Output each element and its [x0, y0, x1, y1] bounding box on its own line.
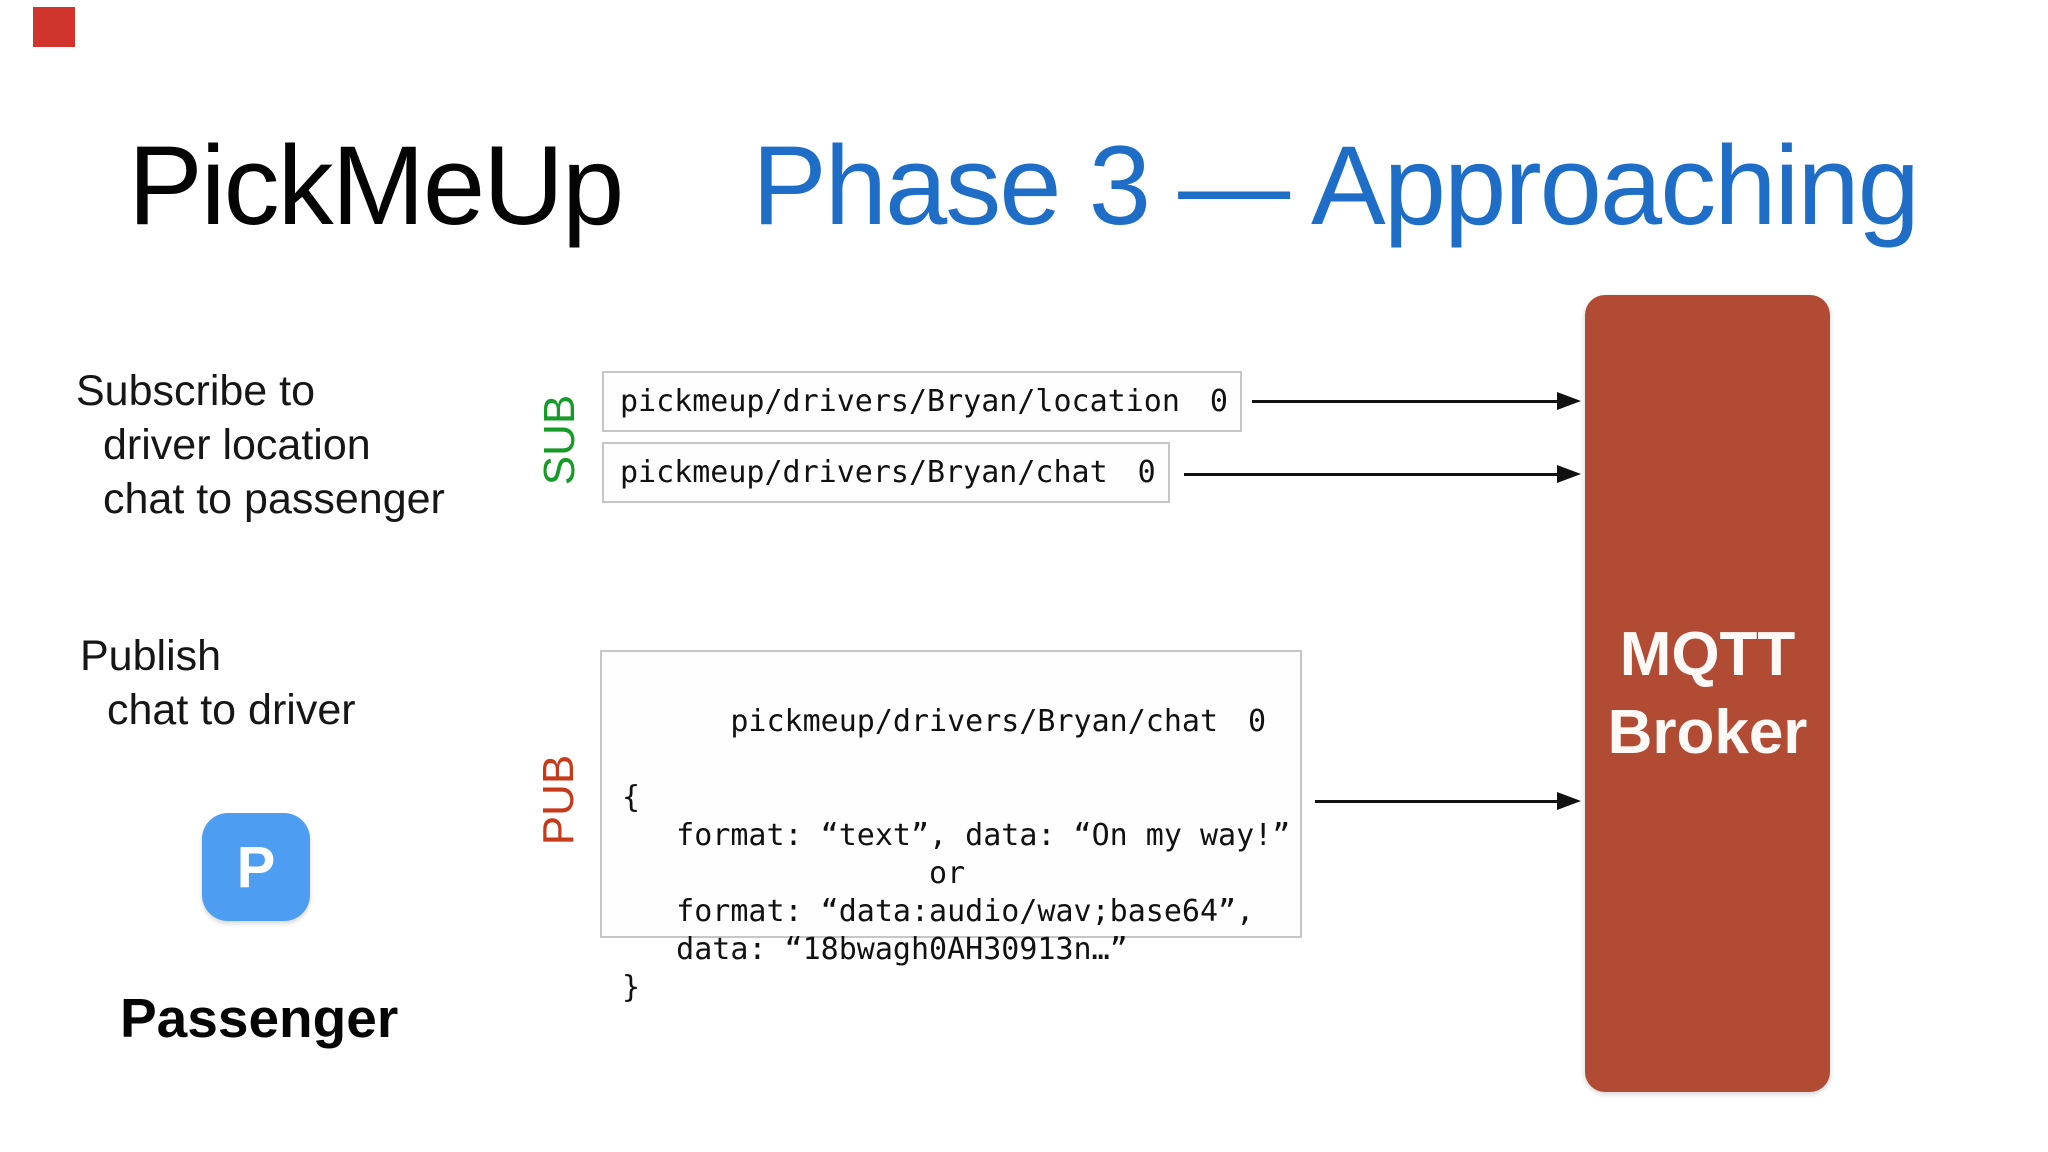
- sub-label: SUB: [535, 394, 584, 486]
- passenger-icon-letter: P: [236, 834, 276, 900]
- broker-name-line: Broker: [1607, 697, 1808, 767]
- subscribe-description-line: driver location: [103, 421, 371, 469]
- qos-value: 0: [1209, 384, 1228, 419]
- payload-line: data: “18bwagh0AH30913n…”: [622, 932, 1128, 967]
- payload-line: {: [622, 780, 641, 815]
- app-title: PickMeUp: [128, 123, 624, 248]
- broker-name-line: MQTT: [1619, 619, 1796, 689]
- subscribe-description: Subscribe to driver location chat to pas…: [76, 364, 445, 526]
- payload-line: }: [622, 970, 641, 1005]
- topic-text: pickmeup/drivers/Bryan/location: [620, 384, 1180, 419]
- publish-topic-line: pickmeup/drivers/Bryan/chat 0: [622, 665, 1300, 779]
- subscribe-description-line: Subscribe to: [76, 367, 316, 415]
- publish-message-box: pickmeup/drivers/Bryan/chat 0 { format: “…: [600, 650, 1302, 1005]
- subscribe-topic-box-chat: pickmeup/drivers/Bryan/chat 0: [602, 442, 1170, 503]
- qos-value: 0: [1248, 704, 1267, 739]
- phase-title: Phase 3 — Approaching: [752, 123, 1920, 248]
- pub-label: PUB: [534, 754, 583, 846]
- passenger-label: Passenger: [120, 987, 399, 1049]
- mqtt-broker-box: MQTT Broker: [1585, 295, 1830, 1092]
- arrow-publish-to-broker: [1315, 792, 1581, 810]
- topic-text: pickmeup/drivers/Bryan/chat: [620, 455, 1108, 490]
- arrow-subscribe-chat-to-broker: [1184, 465, 1581, 483]
- payload-line: format: “text”, data: “On my way!”: [622, 818, 1291, 853]
- publish-description-line: Publish: [80, 632, 222, 680]
- publish-description: Publish chat to driver: [80, 629, 356, 737]
- qos-value: 0: [1137, 455, 1156, 490]
- subscribe-description-line: chat to passenger: [103, 475, 445, 523]
- publish-description-line: chat to driver: [107, 686, 356, 734]
- subscribe-topic-box-location: pickmeup/drivers/Bryan/location 0: [602, 371, 1242, 432]
- topic-text: pickmeup/drivers/Bryan/chat: [730, 704, 1219, 739]
- payload-line: format: “data:audio/wav;base64”,: [622, 894, 1255, 929]
- passenger-app-icon: P: [202, 813, 310, 921]
- corner-accent-mark: [33, 7, 75, 47]
- payload-line: or: [622, 856, 966, 891]
- arrow-subscribe-location-to-broker: [1252, 392, 1581, 410]
